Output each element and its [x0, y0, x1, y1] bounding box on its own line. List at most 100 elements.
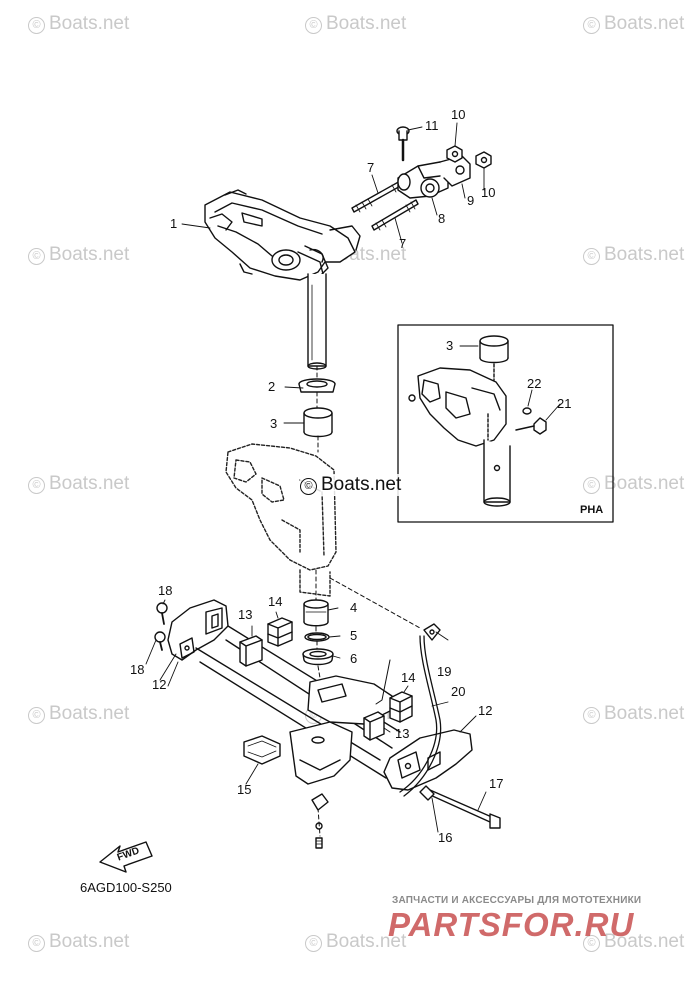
seal-part	[302, 648, 334, 666]
callout-4: 4	[350, 600, 358, 615]
center-watermark-text: Boats.net	[321, 474, 402, 495]
through-bolt-part	[419, 785, 501, 829]
inset-callout-3: 3	[446, 338, 454, 353]
copyright-icon: ©	[28, 17, 45, 34]
copyright-icon: ©	[28, 248, 45, 265]
watermark: ©Boats.net	[28, 703, 129, 725]
watermark-text: Boats.net	[49, 244, 130, 265]
watermark: ©Boats.net	[583, 13, 684, 35]
copyright-icon: ©	[583, 248, 600, 265]
diagram-code: 6AGD100-S250	[80, 880, 172, 895]
o-ring-part	[304, 632, 330, 642]
nut-part	[446, 145, 463, 163]
bolt-part	[396, 126, 410, 162]
fitting-part	[311, 793, 329, 849]
inset-callout-22: 22	[527, 376, 542, 391]
callout-18: 18	[158, 583, 173, 598]
watermark-text: Boats.net	[604, 244, 685, 265]
copyright-icon: ©	[583, 935, 600, 952]
copyright-icon: ©	[300, 478, 317, 495]
callout-14: 14	[401, 670, 416, 685]
watermark-text: Boats.net	[49, 703, 130, 724]
alignment-lines	[315, 365, 421, 837]
copyright-icon: ©	[305, 17, 322, 34]
cable-part	[375, 635, 442, 797]
clamp-bracket-ghost	[225, 443, 337, 597]
callout-16: 16	[438, 830, 453, 845]
fwd-arrow-icon	[99, 841, 153, 873]
watermark: ©Boats.net	[28, 931, 129, 953]
block-part	[267, 617, 293, 647]
collar-part	[303, 599, 329, 627]
swivel-bracket-part	[204, 189, 361, 370]
shop-tagline: ЗАПЧАСТИ И АКСЕССУАРЫ ДЛЯ МОТОТЕХНИКИ	[392, 895, 642, 906]
block-part	[389, 691, 413, 723]
watermark-text: Boats.net	[49, 13, 130, 34]
callout-20: 20	[451, 684, 466, 699]
callout-12: 12	[478, 703, 493, 718]
callout-7: 7	[399, 236, 407, 251]
watermark: ©Boats.net	[28, 13, 129, 35]
small-bolt-part	[156, 602, 168, 625]
leader-lines	[145, 122, 487, 833]
callout-14: 14	[268, 594, 283, 609]
callout-11: 11	[425, 118, 439, 133]
watermark-text: Boats.net	[326, 13, 407, 34]
callout-8: 8	[438, 211, 446, 226]
callout-10: 10	[451, 107, 466, 122]
nut-part	[475, 151, 492, 169]
watermark: ©Boats.net	[305, 13, 406, 35]
watermark: ©Boats.net	[583, 931, 684, 953]
small-bolt-part	[154, 631, 166, 651]
sleeve-part	[303, 407, 333, 438]
copyright-icon: ©	[28, 477, 45, 494]
stud-bolts-part	[351, 179, 419, 231]
inset-variant-tag: PHA	[580, 504, 604, 516]
clamp-block-part	[397, 161, 449, 199]
watermark: ©Boats.net	[583, 473, 684, 495]
callout-17: 17	[489, 776, 504, 791]
copyright-icon: ©	[583, 477, 600, 494]
center-watermark: ©Boats.net	[300, 474, 402, 496]
copyright-icon: ©	[28, 707, 45, 724]
callout-3: 3	[270, 416, 278, 431]
inset-frame	[397, 324, 614, 523]
callout-6: 6	[350, 651, 358, 666]
callout-9: 9	[467, 193, 475, 208]
callout-15: 15	[237, 782, 252, 797]
watermark-text: Boats.net	[49, 473, 130, 494]
shop-logo: PARTSFOR.RU	[388, 906, 635, 943]
watermark: ©Boats.net	[28, 244, 129, 266]
watermark-text: Boats.net	[604, 703, 685, 724]
pad-part	[239, 635, 263, 667]
watermark: ©Boats.net	[583, 703, 684, 725]
left-clamp-bracket-part	[167, 599, 229, 661]
callout-13: 13	[238, 607, 253, 622]
callout-1: 1	[170, 216, 178, 231]
watermark: ©Boats.net	[305, 931, 406, 953]
callout-19: 19	[437, 664, 452, 679]
callout-13: 13	[395, 726, 410, 741]
watermark-text: Boats.net	[604, 13, 685, 34]
watermark-text: Boats.net	[604, 473, 685, 494]
watermark: ©Boats.net	[583, 244, 684, 266]
callout-7: 7	[367, 160, 375, 175]
copyright-icon: ©	[583, 707, 600, 724]
clip-part	[423, 623, 441, 641]
callout-10: 10	[481, 185, 496, 200]
watermark-text: Boats.net	[326, 931, 407, 952]
inset-callout-21: 21	[557, 396, 572, 411]
bushing-part	[298, 378, 336, 393]
watermark: ©Boats.net	[28, 473, 129, 495]
inset-bracket-drawing	[408, 335, 561, 507]
watermark-text: Boats.net	[604, 931, 685, 952]
callout-18: 18	[130, 662, 145, 677]
callout-5: 5	[350, 628, 358, 643]
callout-12: 12	[152, 677, 167, 692]
pad-part	[363, 711, 385, 741]
copyright-icon: ©	[305, 935, 322, 952]
copyright-icon: ©	[583, 17, 600, 34]
plate-part	[243, 735, 281, 765]
